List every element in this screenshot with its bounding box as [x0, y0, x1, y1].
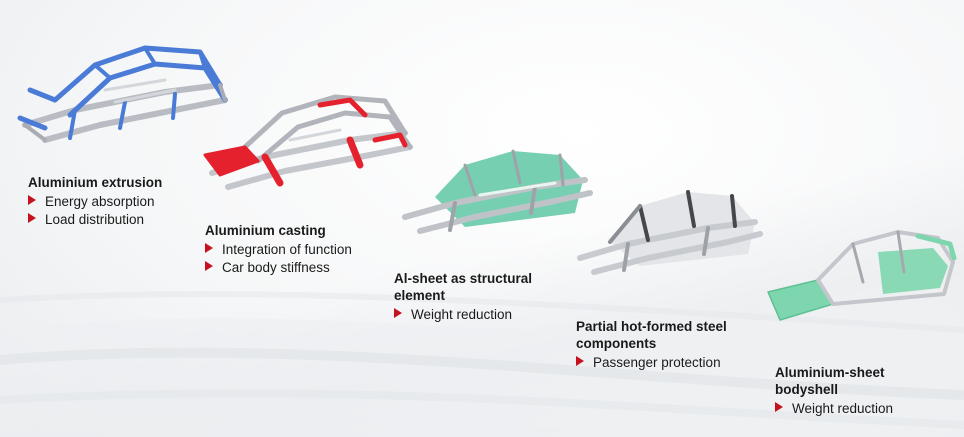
bullet-item: Weight reduction	[775, 400, 915, 418]
red-triangle-bullet-icon	[28, 213, 36, 223]
red-triangle-bullet-icon	[576, 356, 584, 366]
bullet-text: Load distribution	[45, 212, 145, 227]
bullet-text: Energy absorption	[45, 194, 155, 209]
bullet-item: Weight reduction	[394, 306, 554, 324]
group-title: Aluminium-sheet bodyshell	[775, 365, 885, 397]
bullet-text: Weight reduction	[411, 307, 513, 322]
bullet-list: Weight reduction	[775, 400, 915, 418]
bullet-text: Integration of function	[222, 242, 352, 257]
car-frame-hot-formed-steel	[577, 190, 763, 275]
bullet-item: Load distribution	[28, 211, 162, 229]
group-title: Aluminium casting	[205, 223, 326, 238]
car-frame-aluminium-sheet-bodyshell	[767, 230, 957, 321]
bullet-list: Weight reduction	[394, 306, 554, 324]
red-triangle-bullet-icon	[775, 402, 783, 412]
bullet-item: Integration of function	[205, 241, 352, 259]
red-triangle-bullet-icon	[394, 308, 402, 318]
car-frame-aluminium-casting	[203, 94, 413, 190]
group-title: Partial hot-formed steel components	[576, 319, 727, 351]
group-title: Al-sheet as structural element	[394, 271, 533, 303]
red-triangle-bullet-icon	[28, 195, 36, 205]
bullet-text: Weight reduction	[792, 401, 894, 416]
car-frame-al-sheet-structural	[402, 149, 593, 234]
car-frame-aluminium-extrusion	[17, 45, 228, 143]
bullet-item: Energy absorption	[28, 193, 162, 211]
red-triangle-bullet-icon	[205, 261, 213, 271]
bullet-item: Passenger protection	[576, 354, 766, 372]
bullet-list: Passenger protection	[576, 354, 766, 372]
red-triangle-bullet-icon	[205, 243, 213, 253]
bullet-item: Car body stiffness	[205, 259, 352, 277]
group-title: Aluminium extrusion	[28, 175, 163, 190]
bullet-text: Car body stiffness	[222, 260, 330, 275]
bullet-text: Passenger protection	[593, 355, 721, 370]
